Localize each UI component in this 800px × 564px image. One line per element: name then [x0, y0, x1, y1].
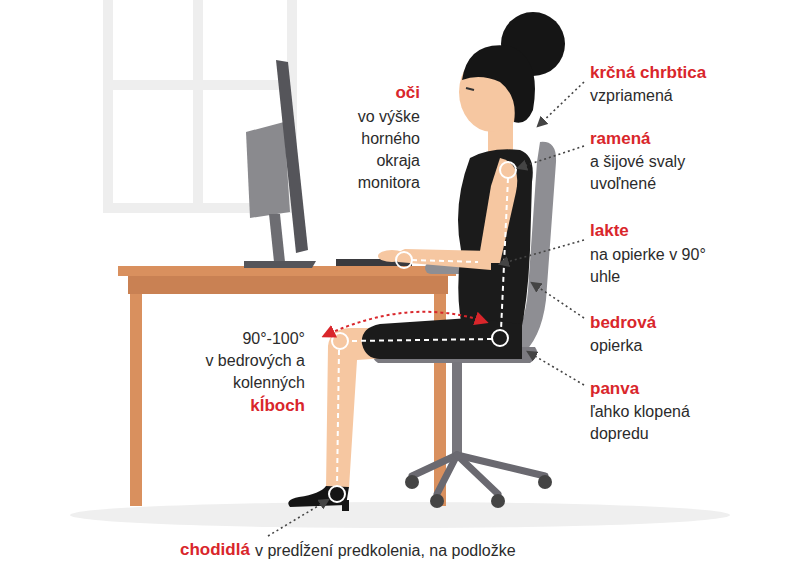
- callout-text: v bedrových a kolenných: [200, 350, 305, 394]
- floor-shadow: [70, 502, 730, 528]
- label-slot: oči: [336, 82, 420, 104]
- callout-text: a šijové svaly uvoľnené: [590, 151, 715, 195]
- label-slot: panva: [590, 378, 639, 400]
- callout-heading: ramená: [590, 128, 650, 150]
- callout-text: ľahko klopená dopredu: [590, 401, 720, 445]
- desk: [118, 266, 456, 506]
- callout-text: opierka: [590, 335, 642, 357]
- callout-heading: kĺboch: [200, 395, 305, 417]
- callout-heading: panva: [590, 378, 639, 400]
- callout-text: na opierke v 90° uhle: [590, 244, 730, 288]
- label-slot: krčná chrbtica: [590, 62, 706, 84]
- label-slot: ramená: [590, 128, 650, 150]
- label-slot: opierka: [590, 335, 642, 357]
- callout-heading: lakte: [590, 220, 629, 242]
- label-slot: na opierke v 90° uhle: [590, 244, 730, 288]
- callout-text: vzpriamená: [590, 85, 673, 107]
- label-slot: chodidlá: [180, 539, 250, 561]
- label-slot: 90°-100°: [200, 328, 305, 350]
- callout-heading: krčná chrbtica: [590, 62, 706, 84]
- label-slot: v bedrových a kolenných: [200, 350, 305, 394]
- monitor: [244, 60, 316, 268]
- angle-arc: [324, 312, 486, 336]
- callout-text: vo výške horného okraja monitora: [336, 106, 420, 194]
- label-slot: a šijové svaly uvoľnené: [590, 151, 715, 195]
- callout-heading: bedrová: [590, 312, 656, 334]
- label-slot: lakte: [590, 220, 629, 242]
- label-slot: ľahko klopená dopredu: [590, 401, 720, 445]
- callout-text: v predĺžení predkolenia, na podložke: [255, 540, 516, 562]
- label-slot: v predĺžení predkolenia, na podložke: [255, 540, 516, 562]
- callout-text: 90°-100°: [200, 328, 305, 350]
- callout-heading: chodidlá: [180, 539, 250, 561]
- label-slot: bedrová: [590, 312, 656, 334]
- leader-lines: [268, 82, 584, 536]
- label-slot: vo výške horného okraja monitora: [336, 106, 420, 194]
- label-slot: vzpriamená: [590, 85, 673, 107]
- callout-heading: oči: [336, 82, 420, 104]
- woman-figure: [288, 12, 565, 511]
- label-slot: kĺboch: [200, 395, 305, 417]
- joint-guides: [329, 162, 516, 502]
